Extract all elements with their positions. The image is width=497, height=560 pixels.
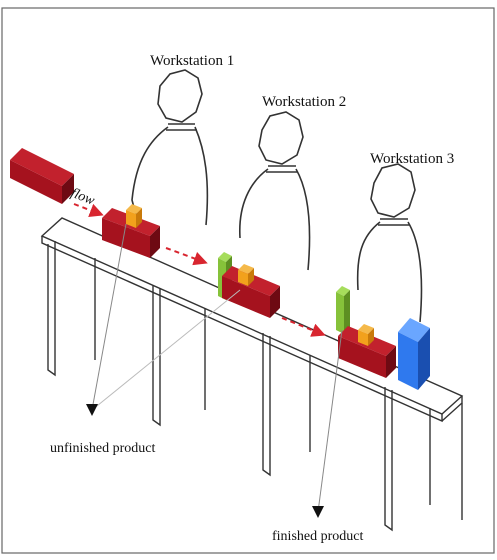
pointer-unfinished-2 bbox=[91, 289, 241, 411]
workstation-1-label: Workstation 1 bbox=[150, 53, 234, 69]
incoming-product bbox=[10, 148, 74, 204]
workstation-2-label: Workstation 2 bbox=[262, 94, 346, 110]
flow-arrow-2 bbox=[165, 247, 208, 266]
pointer-finished bbox=[317, 329, 343, 513]
product-workstation-2 bbox=[218, 252, 280, 318]
workstation-3-label: Workstation 3 bbox=[370, 151, 454, 167]
pointer-tip-finished bbox=[312, 506, 324, 518]
product-workstation-3 bbox=[336, 286, 430, 390]
worker-1 bbox=[131, 69, 209, 226]
product-workstation-1 bbox=[102, 204, 160, 258]
worker-2 bbox=[239, 111, 311, 271]
flow-arrow-3 bbox=[281, 317, 326, 337]
unfinished-product-label: unfinished product bbox=[50, 441, 155, 456]
annotation-lines bbox=[91, 223, 343, 513]
pointer-unfinished-1 bbox=[91, 223, 127, 411]
pointer-tip-unfinished bbox=[86, 404, 98, 416]
flow-label: flow bbox=[69, 186, 98, 209]
worker-3 bbox=[356, 163, 423, 323]
frame-border bbox=[1, 7, 495, 554]
flow-arrow-1 bbox=[73, 203, 104, 217]
finished-product-label: finished product bbox=[272, 529, 363, 544]
flow-arrows bbox=[73, 203, 326, 337]
